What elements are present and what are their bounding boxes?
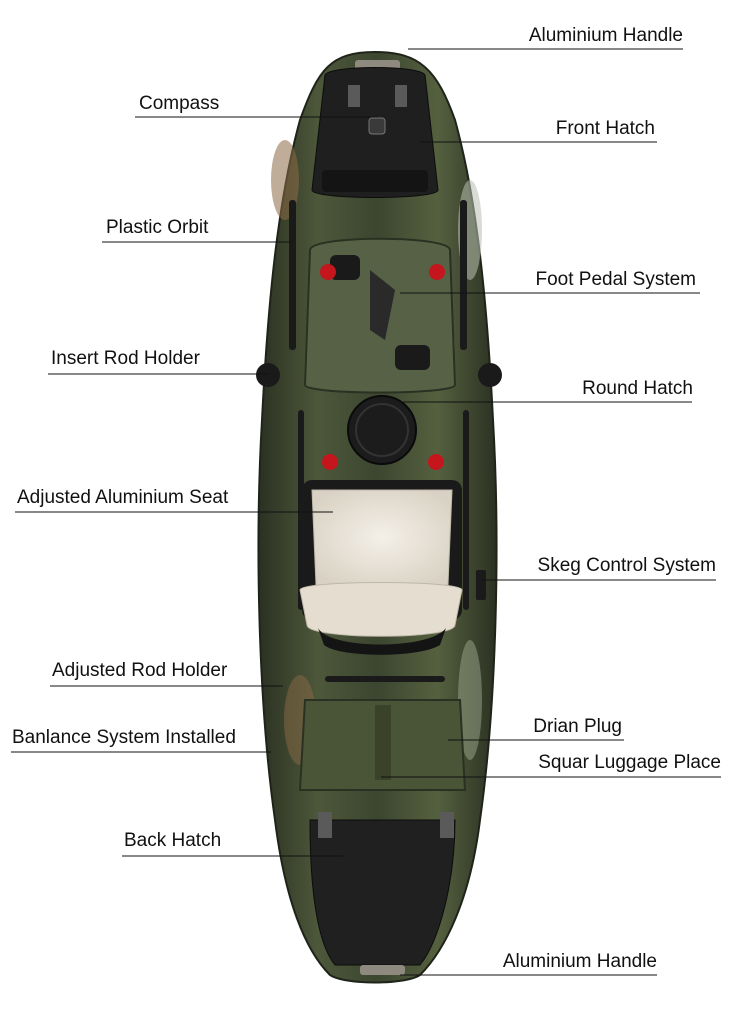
foot-pedal-mechanism	[370, 270, 395, 340]
hinge	[318, 812, 332, 838]
skeg-control-shape	[476, 570, 486, 600]
red-plug	[320, 264, 336, 280]
leader-lines	[11, 48, 721, 976]
label-compass: Compass	[139, 93, 220, 114]
adjusted-rod-holder-bar	[325, 676, 445, 682]
plastic-orbit-left	[289, 200, 296, 350]
round-hatch-ring	[355, 403, 409, 457]
label-insert-rod-holder: Insert Rod Holder	[51, 348, 200, 369]
seat-cushion	[299, 582, 463, 637]
hinge	[348, 85, 360, 107]
luggage-divider	[375, 705, 391, 780]
seat-base	[318, 628, 446, 655]
label-plastic-orbit: Plastic Orbit	[106, 217, 209, 238]
label-foot-pedal-system: Foot Pedal System	[535, 269, 696, 290]
seat-rail-right	[463, 410, 469, 610]
red-plug	[428, 454, 444, 470]
hinge	[395, 85, 407, 107]
label-adjusted-aluminium-seat: Adjusted Aluminium Seat	[17, 487, 229, 508]
insert-rod-holder-right	[478, 363, 502, 387]
red-plug	[429, 264, 445, 280]
label-aluminium-handle-top: Aluminium Handle	[528, 25, 683, 46]
seat-back	[311, 489, 453, 586]
label-drian-plug: Drian Plug	[533, 716, 622, 737]
round-hatch-shape	[347, 395, 417, 465]
foot-pedal-right	[395, 345, 430, 370]
label-adjusted-rod-holder: Adjusted Rod Holder	[52, 660, 228, 681]
label-back-hatch: Back Hatch	[124, 830, 222, 851]
front-hatch-strap	[322, 170, 428, 192]
label-squar-luggage-place: Squar Luggage Place	[538, 752, 721, 773]
compass-shape	[368, 117, 386, 135]
red-plug	[322, 454, 338, 470]
hinge	[440, 812, 454, 838]
aluminium-handle-bottom-shape	[360, 965, 405, 975]
plastic-orbit-right	[460, 200, 467, 350]
label-aluminium-handle-bottom: Aluminium Handle	[502, 951, 657, 972]
foot-pedal-left	[330, 255, 360, 280]
insert-rod-holder-left	[256, 363, 280, 387]
label-skeg-control-system: Skeg Control System	[537, 555, 716, 576]
camo-patch	[458, 640, 482, 760]
back-hatch-shape	[309, 819, 456, 966]
label-round-hatch: Round Hatch	[582, 378, 693, 399]
label-banlance-system-installed: Banlance System Installed	[12, 727, 236, 748]
label-front-hatch: Front Hatch	[555, 118, 655, 139]
